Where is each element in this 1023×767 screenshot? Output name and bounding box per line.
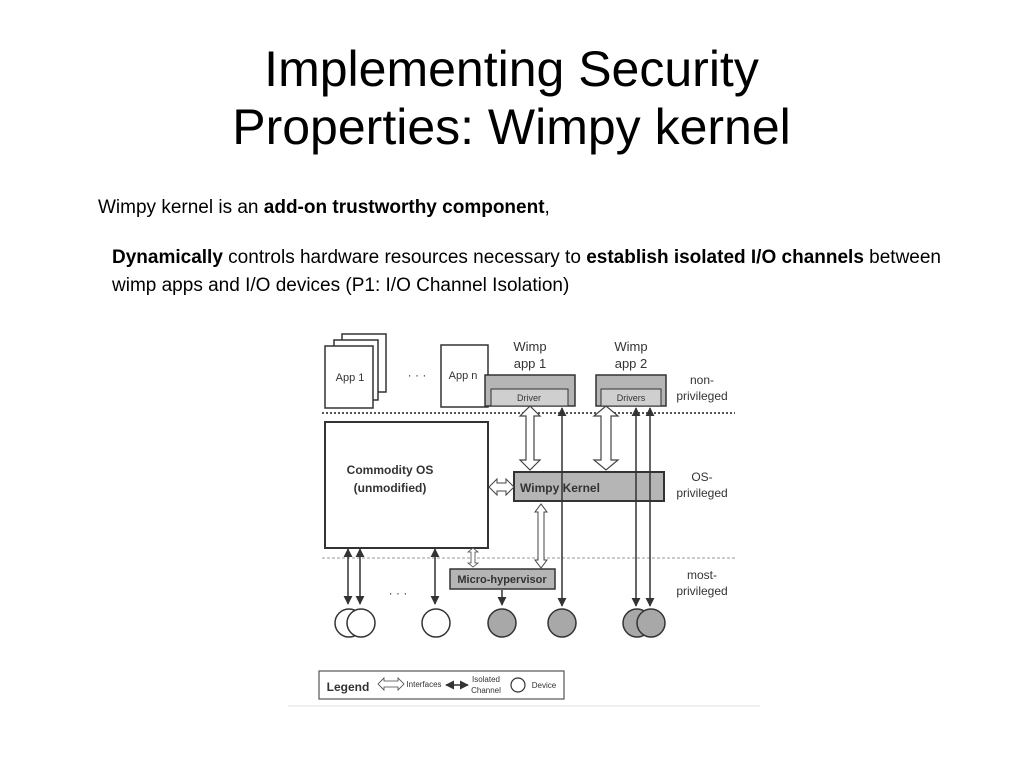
- app-n-box: App n: [440, 344, 489, 408]
- commodity-os-box: Commodity OS (unmodified): [324, 421, 489, 549]
- app-1-stack: App 1: [324, 333, 387, 409]
- slide-title: Implementing Security Properties: Wimpy …: [0, 40, 1023, 156]
- legend-isolated-line-2: Channel: [471, 686, 501, 695]
- apps-ellipsis: · · ·: [408, 368, 427, 382]
- commodity-os-line-2: (unmodified): [354, 481, 427, 495]
- device-os-3: [421, 608, 451, 638]
- driver-label: Driver: [517, 393, 541, 403]
- wimpy-kernel-box: Wimpy Kernel: [513, 471, 665, 502]
- interface-arrow-wimp-app-2: [592, 405, 620, 471]
- commodity-os-line-1: Commodity OS: [347, 463, 434, 477]
- app-1-label: App 1: [336, 372, 365, 384]
- bullet-2-text-2: between wimp apps and I/O devices (P1: I…: [112, 247, 942, 296]
- drivers-label: Drivers: [617, 393, 646, 403]
- wimpy-kernel-label: Wimpy Kernel: [520, 481, 600, 495]
- legend: Legend Interfaces Isolated Channel Devic…: [318, 670, 565, 700]
- level-os-privileged-line-2: privileged: [676, 486, 727, 500]
- legend-interface-icon: [377, 677, 405, 691]
- device-wimp-app-2-b: [636, 608, 666, 638]
- level-os-privileged-line-1: OS-: [691, 470, 712, 484]
- wimp-app-1: Wimp app 1 Driver: [484, 339, 576, 407]
- device-os-2: [346, 608, 376, 638]
- bullet-2-bold-2: establish isolated I/O channels: [586, 247, 864, 268]
- level-non-privileged-line-2: privileged: [676, 389, 727, 403]
- app-n-label: App n: [449, 370, 478, 382]
- wimp-app-2-line-1: Wimp: [614, 339, 647, 354]
- legend-interfaces-label: Interfaces: [406, 680, 441, 689]
- level-most-privileged-line-1: most-: [687, 568, 717, 582]
- device-hypervisor: [487, 608, 517, 638]
- bullet-1-bold: add-on trustworthy component: [263, 197, 545, 218]
- legend-isolated-line-1: Isolated: [472, 675, 500, 684]
- wimp-app-1-line-1: Wimp: [513, 339, 546, 354]
- device-wimp-app-1: [547, 608, 577, 638]
- legend-device-label: Device: [532, 681, 557, 690]
- bullet-1-end: ,: [544, 197, 550, 218]
- devices-ellipsis: · · ·: [389, 586, 408, 600]
- interface-arrow-os-hypervisor: [466, 547, 480, 568]
- interface-arrow-kernel-hypervisor: [534, 503, 548, 569]
- interface-arrow-wimp-app-1: [518, 405, 542, 471]
- micro-hypervisor-label: Micro-hypervisor: [457, 574, 547, 586]
- bullet-1: Wimpy kernel is an add-on trustworthy co…: [98, 196, 550, 220]
- interface-arrow-os-kernel: [488, 477, 515, 497]
- level-most-privileged-line-2: privileged: [676, 584, 727, 598]
- wimp-app-2: Wimp app 2 Drivers: [595, 339, 667, 407]
- legend-device-icon: [510, 677, 526, 693]
- title-line-2: Properties: Wimpy kernel: [232, 99, 791, 155]
- wimp-app-2-line-2: app 2: [615, 356, 648, 371]
- legend-title: Legend: [327, 680, 370, 694]
- bullet-2-text-1: controls hardware resources necessary to: [222, 247, 587, 268]
- bullet-1-text: Wimpy kernel is an: [98, 197, 264, 218]
- title-line-1: Implementing Security: [264, 41, 759, 97]
- wimp-app-1-line-2: app 1: [514, 356, 547, 371]
- bullet-2: Dynamically controls hardware resources …: [112, 244, 942, 300]
- micro-hypervisor-box: Micro-hypervisor: [449, 568, 556, 590]
- bullet-2-bold-1: Dynamically: [112, 247, 223, 268]
- level-non-privileged-line-1: non-: [690, 373, 714, 387]
